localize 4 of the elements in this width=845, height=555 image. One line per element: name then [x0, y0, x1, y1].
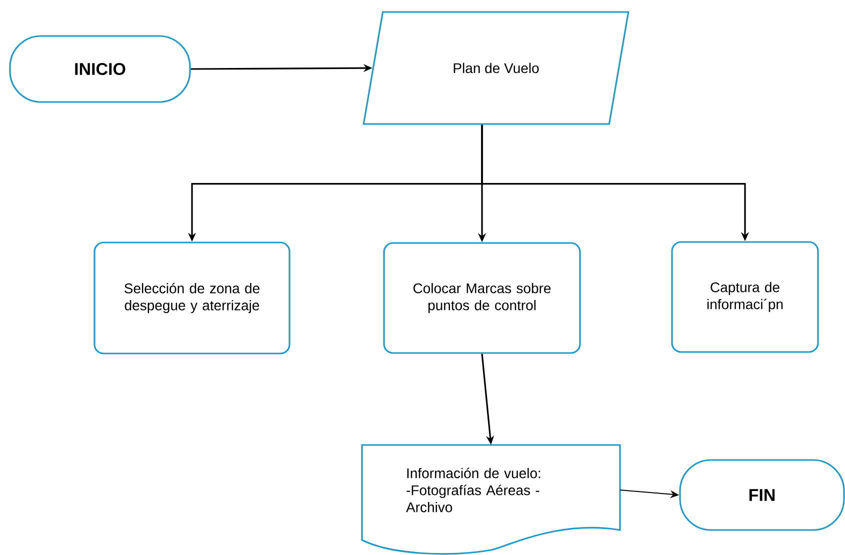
process-box: Colocar Marcas sobre puntos de control [383, 242, 581, 354]
data-parallelogram: Plan de Vuelo [362, 11, 630, 125]
process-box: Selección de zona de despegue y aterrizaje [94, 242, 290, 354]
process-box: Captura de informaci´pn [671, 241, 819, 353]
